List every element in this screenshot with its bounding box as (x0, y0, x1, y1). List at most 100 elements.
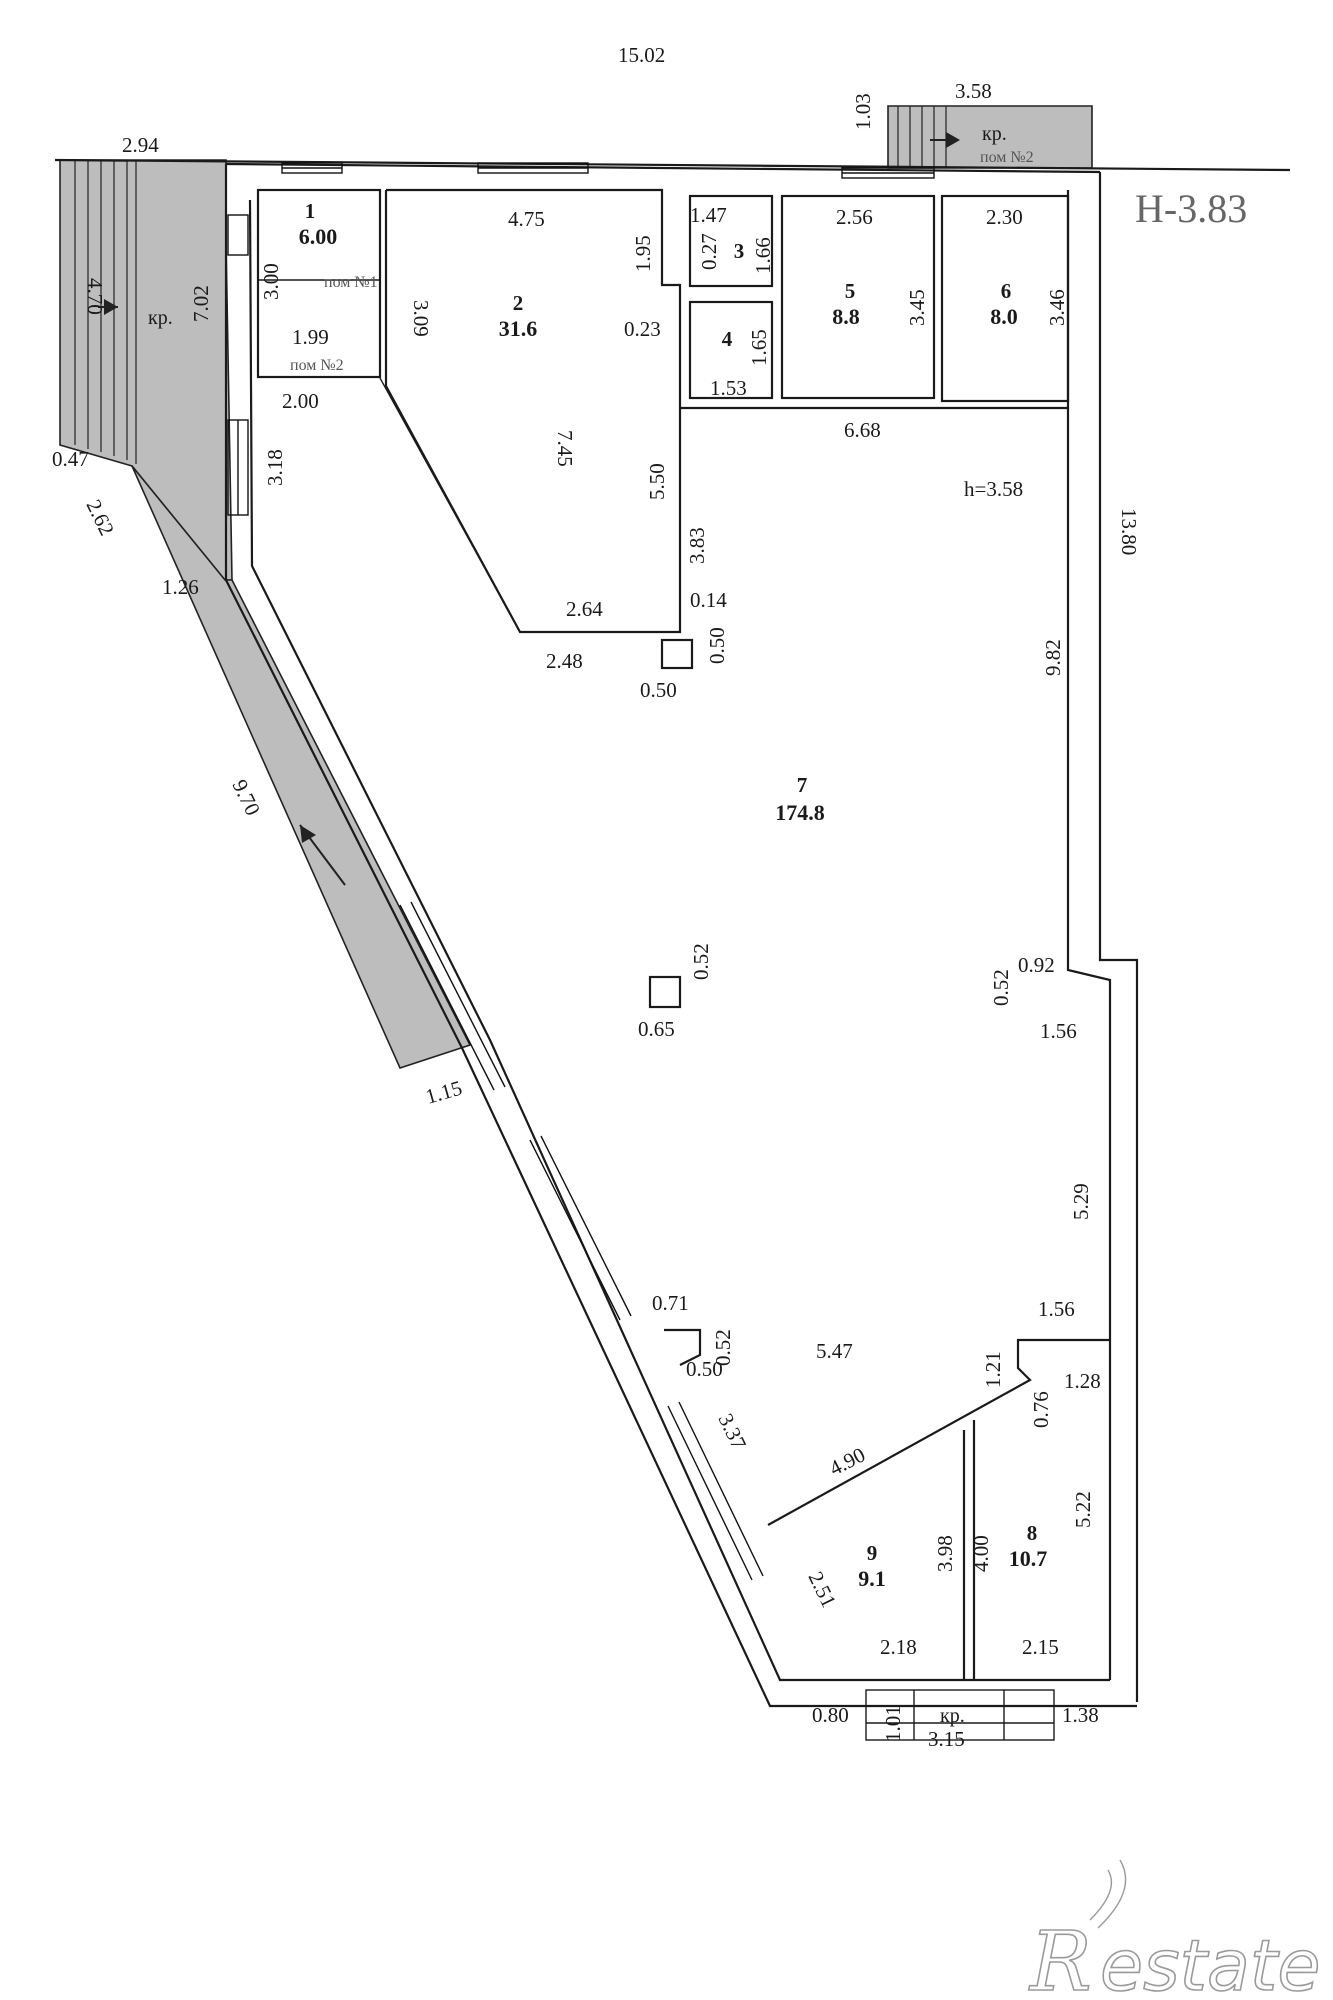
room-area: 8.8 (832, 304, 860, 329)
dimension: 5.22 (1071, 1491, 1095, 1528)
dimension: 0.50 (640, 678, 677, 702)
dimension: 1.66 (751, 237, 775, 274)
dimension: 2.15 (1022, 1635, 1059, 1659)
dimension: 0.27 (697, 233, 721, 270)
bottom-stair-outline (865, 1689, 1055, 1741)
pillar (648, 975, 682, 1009)
dimension: 1.99 (292, 325, 329, 349)
dimension: 1.26 (162, 575, 199, 599)
room-8-9-wall (767, 1338, 1110, 1526)
dimension: 0.47 (52, 447, 89, 471)
dimension: 1.47 (690, 203, 727, 227)
dimension: 0.65 (638, 1017, 675, 1041)
dimension: 0.14 (690, 588, 727, 612)
corridor-diagonal (379, 377, 521, 633)
left-stair (59, 159, 233, 581)
room-number: 1 (305, 199, 316, 223)
dimension: 1.56 (1038, 1297, 1075, 1321)
room-3-outline (688, 194, 774, 288)
room-number: 3 (734, 239, 745, 263)
ramp-arrow-icon (300, 825, 316, 843)
dimension: 2.64 (566, 597, 603, 621)
dimension: 1.28 (1064, 1369, 1101, 1393)
level-label: H-3.83 (1135, 186, 1247, 231)
dimension: 0.71 (652, 1291, 689, 1315)
dimension: 0.92 (1018, 953, 1055, 977)
room-2-outline (384, 188, 682, 634)
left-windows (227, 214, 249, 516)
dimension: 3.09 (409, 300, 433, 337)
dimension: 0.52 (711, 1329, 735, 1366)
watermark-logo: R estate (1027, 1859, 1321, 2000)
top-windows (281, 162, 935, 179)
premise-label-1: пом №1 (324, 274, 378, 291)
inner-right-wall (1066, 190, 1112, 1680)
dimension: 5.50 (645, 463, 669, 500)
window-pane (529, 1139, 621, 1321)
dimension: 3.83 (685, 527, 709, 564)
dimension: 0.80 (812, 1703, 849, 1727)
window-pane (678, 1401, 764, 1577)
top-wall-line (54, 158, 1291, 172)
watermark-text: estate (1100, 1925, 1320, 2000)
dimension: 3.37 (714, 1410, 752, 1454)
room-number: 6 (1001, 279, 1012, 303)
dimension: 5.29 (1069, 1183, 1093, 1220)
outer-walls (54, 158, 1291, 1708)
dimension: 2.51 (804, 1568, 842, 1612)
slanted-windows (399, 901, 764, 1581)
dimension: 1.01 (881, 1705, 905, 1742)
top-wall-inner (225, 162, 1101, 174)
dimension: 0.76 (1029, 1391, 1053, 1428)
dimension: 1.38 (1062, 1703, 1099, 1727)
column (660, 638, 694, 670)
window (227, 214, 249, 256)
left-stair-landing (59, 159, 233, 581)
ceiling-height: h=3.58 (964, 477, 1023, 501)
dimension: 2.56 (836, 205, 873, 229)
dimension: 4.90 (825, 1442, 869, 1480)
dimension: 2.30 (986, 205, 1023, 229)
dimension: 3.18 (263, 449, 287, 486)
inner-slanted-wall (248, 199, 1110, 1682)
dimension: 0.52 (989, 969, 1013, 1006)
dimension: 4.00 (969, 1535, 993, 1572)
dimension: 13.80 (1117, 508, 1141, 555)
left-ramp (131, 465, 472, 1069)
stair-arrow-icon (946, 132, 960, 148)
dimension: 1.15 (423, 1076, 465, 1109)
dimension: 2.94 (122, 133, 159, 157)
dimension: 1.03 (851, 93, 875, 130)
room-area: 10.7 (1009, 1546, 1048, 1571)
outer-right-wall (1098, 172, 1139, 1702)
room-area: 9.1 (858, 1566, 886, 1591)
column-2 (664, 1328, 702, 1366)
dimension: 1.21 (981, 1351, 1005, 1388)
stair-label: кр. (982, 123, 1007, 145)
dimension: 6.68 (844, 418, 881, 442)
window-pane (667, 1405, 753, 1581)
room-1-outline (256, 188, 382, 379)
room-6-outline (940, 194, 1070, 403)
dimension: 3.45 (905, 289, 929, 326)
dimension: 9.70 (228, 776, 266, 820)
window-pane (410, 901, 506, 1088)
dimension: 2.62 (82, 496, 120, 540)
window-pane (540, 1135, 632, 1317)
ramp-area (131, 465, 472, 1069)
dimension: 7.45 (553, 430, 577, 467)
dimension: 1.56 (1040, 1019, 1077, 1043)
dimension: 2.18 (880, 1635, 917, 1659)
dimension: 0.23 (624, 317, 661, 341)
dimension: 1.65 (747, 329, 771, 366)
dimension: 0.50 (705, 627, 729, 664)
dimension: 1.95 (631, 235, 655, 272)
dimension: 1.53 (710, 376, 747, 400)
dimension: 3.58 (955, 79, 992, 103)
dimension: 2.00 (282, 389, 319, 413)
premise-label-2: пом №2 (290, 357, 344, 374)
rooms (256, 188, 1110, 1680)
room-area: 6.00 (299, 224, 338, 249)
top-stair (887, 105, 1093, 169)
